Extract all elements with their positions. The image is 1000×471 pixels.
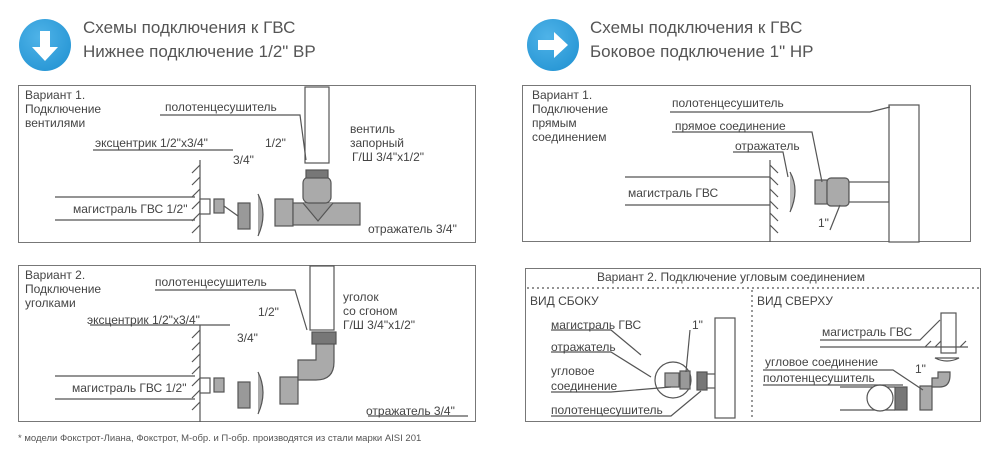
angle-label-1: уголок xyxy=(343,290,379,304)
variant1-label-3: прямым xyxy=(532,116,577,130)
angle-connection-top-label: угловое соединение xyxy=(765,355,879,369)
panel-variant1-valves xyxy=(18,85,476,243)
panel-variant2-angles xyxy=(18,265,476,422)
panel-variant2-angle-connection xyxy=(525,268,981,422)
variant1-label-3: вентилями xyxy=(25,116,86,130)
drawing-variant2-angles xyxy=(55,265,468,422)
angle-label-2: со сгоном xyxy=(343,304,398,318)
one-inch-top-label: 1" xyxy=(915,362,926,376)
reflector-label: отражатель 3/4" xyxy=(368,222,457,236)
towel-dryer-label: полотенцесушитель xyxy=(551,403,663,417)
left-title-line2: Нижнее подключение 1/2" ВР xyxy=(83,42,316,61)
main-line-label: магистраль ГВС 1/2" xyxy=(72,381,187,395)
reflector-label: отражатель 3/4" xyxy=(366,404,455,418)
eccentric-label: эксцентрик 1/2"x3/4" xyxy=(87,313,200,327)
left-title-line1: Схемы подключения к ГВС xyxy=(83,18,296,37)
right-title-line1: Схемы подключения к ГВС xyxy=(590,18,803,37)
angle-label-1: угловое xyxy=(551,364,595,378)
panel-variant1-direct xyxy=(522,85,971,242)
variant1-label-2: Подключение xyxy=(532,102,609,116)
towel-dryer-label: полотенцесушитель xyxy=(165,100,277,114)
variant2-heading: Вариант 2. Подключение угловым соединени… xyxy=(597,270,865,284)
towel-dryer-label: полотенцесушитель xyxy=(672,96,784,110)
direct-connection-label: прямое соединение xyxy=(675,119,786,133)
valve-label-2: запорный xyxy=(350,136,404,150)
one-inch-label: 1" xyxy=(692,318,703,332)
side-view-label: ВИД СБОКУ xyxy=(530,294,599,308)
three-quarter-label: 3/4" xyxy=(237,331,258,345)
drawing-variant1-direct xyxy=(625,104,920,243)
valve-label-3: Г/Ш 3/4"x1/2" xyxy=(352,150,425,164)
one-inch-label: 1" xyxy=(818,216,829,230)
half-inch-label: 1/2" xyxy=(265,136,286,150)
towel-dryer-label: полотенцесушитель xyxy=(155,275,267,289)
variant2-label: Вариант 2. xyxy=(25,268,86,282)
arrow-down-icon xyxy=(19,19,71,71)
variant2-label-3: уголками xyxy=(25,296,76,310)
three-quarter-label: 3/4" xyxy=(233,153,254,167)
main-line-top-label: магистраль ГВС xyxy=(822,325,913,339)
right-title-line2: Боковое подключение 1" НР xyxy=(590,42,814,61)
footnote: * модели Фокстрот-Лиана, Фокстрот, М-обр… xyxy=(18,433,422,444)
variant2-label-2: Подключение xyxy=(25,282,102,296)
variant1-label-2: Подключение xyxy=(25,102,102,116)
towel-dryer-top-label: полотенцесушитель xyxy=(763,371,875,385)
drawing-variant2-angle xyxy=(527,287,979,420)
main-line-label: магистраль ГВС 1/2" xyxy=(73,202,188,216)
arrow-right-icon xyxy=(527,19,579,71)
valve-label-1: вентиль xyxy=(350,122,395,136)
drawing-variant1-valves xyxy=(55,86,361,242)
angle-label-3: Г/Ш 3/4"x1/2" xyxy=(343,318,416,332)
half-inch-label: 1/2" xyxy=(258,305,279,319)
top-view-label: ВИД СВЕРХУ xyxy=(757,294,833,308)
reflector-label: отражатель xyxy=(735,139,800,153)
variant1-label: Вариант 1. xyxy=(25,88,86,102)
angle-label-2: соединение xyxy=(551,379,618,393)
reflector-label: отражатель xyxy=(551,340,616,354)
main-line-label: магистраль ГВС xyxy=(628,186,719,200)
variant1-label: Вариант 1. xyxy=(532,88,593,102)
eccentric-label: эксцентрик 1/2"x3/4" xyxy=(95,136,208,150)
variant1-label-4: соединением xyxy=(532,130,607,144)
main-line-label: магистраль ГВС xyxy=(551,318,642,332)
